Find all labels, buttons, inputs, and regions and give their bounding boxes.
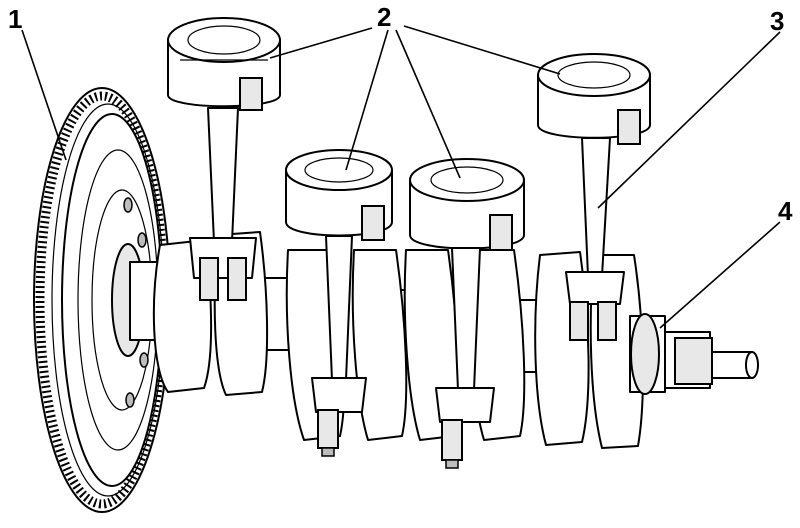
- callout-4-crankshaft: 4: [778, 196, 793, 226]
- callout-2-pistons: 2: [377, 2, 391, 32]
- callout-1-flywheel: 1: [8, 4, 22, 34]
- leader-line-2d: [403, 25, 561, 75]
- connecting-rod-1: [189, 107, 257, 301]
- piston-4: [537, 53, 651, 145]
- flywheel: [33, 87, 171, 513]
- connecting-rod-2: [311, 235, 367, 457]
- leader-lines: [21, 25, 781, 329]
- connecting-rod-3: [435, 247, 495, 469]
- callout-3-connecting-rod: 3: [770, 6, 784, 36]
- connecting-rod-4: [565, 137, 625, 341]
- piston-1: [167, 17, 281, 111]
- leader-line-4: [659, 221, 781, 329]
- leader-line-2c: [395, 29, 461, 179]
- leader-line-2b: [345, 29, 389, 171]
- leader-line-2a: [269, 27, 373, 59]
- piston-2: [285, 149, 393, 241]
- piston-3: [409, 158, 525, 251]
- leader-line-1: [21, 29, 67, 161]
- leader-line-3: [597, 31, 781, 209]
